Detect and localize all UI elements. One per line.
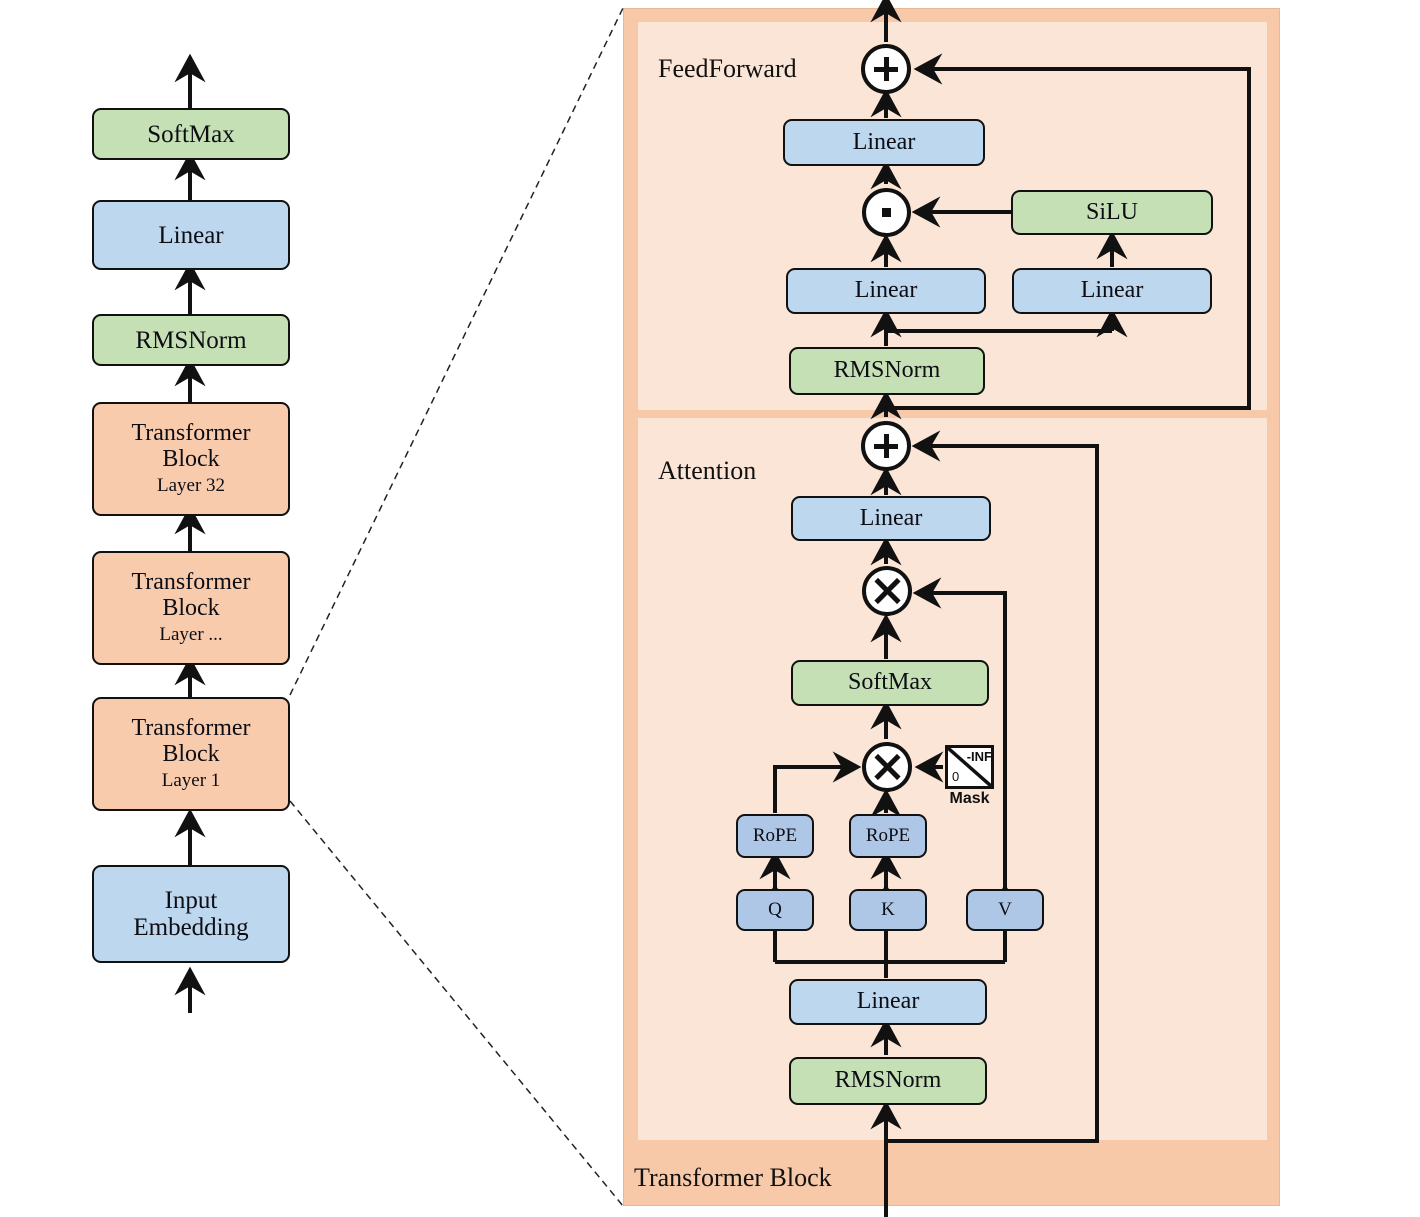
attention-rope-k-box[interactable]: RoPE [849, 814, 927, 858]
stack-transformer-block-layer1[interactable]: Transformer Block Layer 1 [92, 697, 290, 811]
stack-block-title-32: Transformer Block [131, 420, 251, 473]
stack-block-sublabel-dots: Layer ... [159, 624, 223, 646]
stack-input-embedding-label: Input Embedding [133, 887, 249, 941]
mask-caption: Mask [949, 790, 990, 807]
attention-title: Attention [658, 456, 757, 485]
stack-rmsnorm-box[interactable]: RMSNorm [92, 314, 290, 366]
attention-q-label: Q [768, 898, 782, 920]
stack-block-title-1: Transformer Block [131, 715, 251, 768]
stack-linear-box[interactable]: Linear [92, 200, 290, 270]
mask-high-value: -INF [966, 749, 992, 764]
attention-rope-q-box[interactable]: RoPE [736, 814, 814, 858]
attention-matmul-qk-icon [862, 742, 912, 792]
attention-softmax-label: SoftMax [848, 669, 932, 696]
stack-block-sublabel-32: Layer 32 [156, 475, 226, 497]
feedforward-multiply-icon [862, 188, 911, 237]
mask-icon: 0 -INF [945, 745, 994, 789]
attention-softmax-box[interactable]: SoftMax [791, 660, 989, 706]
stack-block-title-dots: Transformer Block [131, 569, 251, 622]
attention-v-box[interactable]: V [966, 889, 1044, 931]
feedforward-add-icon [861, 44, 911, 94]
stack-transformer-block-layer-dots[interactable]: Transformer Block Layer ... [92, 551, 290, 665]
feedforward-up-linear-box[interactable]: Linear [1012, 268, 1212, 314]
attention-add-icon [861, 421, 911, 471]
stack-softmax-box[interactable]: SoftMax [92, 108, 290, 160]
feedforward-up-linear-label: Linear [1080, 277, 1144, 304]
stack-transformer-block-layer32[interactable]: Transformer Block Layer 32 [92, 402, 290, 516]
attention-k-box[interactable]: K [849, 889, 927, 931]
attention-k-label: K [881, 898, 895, 920]
attention-rmsnorm-label: RMSNorm [834, 1067, 942, 1094]
attention-matmul-av-icon [862, 566, 912, 616]
attention-rmsnorm-box[interactable]: RMSNorm [789, 1057, 987, 1105]
stack-softmax-label: SoftMax [147, 120, 235, 148]
feedforward-down-linear-label: Linear [852, 128, 916, 155]
stack-block-sublabel-1: Layer 1 [161, 770, 221, 792]
attention-v-label: V [998, 898, 1012, 920]
stack-rmsnorm-label: RMSNorm [135, 326, 247, 354]
feedforward-gate-linear-box[interactable]: Linear [786, 268, 986, 314]
attention-rope-q-label: RoPE [752, 824, 798, 846]
feedforward-silu-label: SiLU [1085, 198, 1138, 225]
stack-linear-label: Linear [158, 221, 224, 249]
attention-output-linear-box[interactable]: Linear [791, 496, 991, 541]
attention-qkv-linear-box[interactable]: Linear [789, 979, 987, 1025]
mask-low-value: 0 [952, 769, 960, 784]
feedforward-silu-box[interactable]: SiLU [1011, 190, 1213, 235]
attention-output-linear-label: Linear [859, 504, 923, 531]
feedforward-title: FeedForward [658, 54, 797, 83]
attention-q-box[interactable]: Q [736, 889, 814, 931]
feedforward-rmsnorm-box[interactable]: RMSNorm [789, 347, 985, 395]
feedforward-gate-linear-label: Linear [854, 277, 918, 304]
attention-qkv-linear-label: Linear [856, 988, 920, 1015]
feedforward-rmsnorm-label: RMSNorm [833, 357, 941, 384]
attention-mask-glyph: 0 -INF Mask [945, 745, 994, 808]
transformer-block-outer-label: Transformer Block [634, 1163, 832, 1192]
stack-input-embedding-box[interactable]: Input Embedding [92, 865, 290, 963]
feedforward-down-linear-box[interactable]: Linear [783, 119, 985, 166]
attention-rope-k-label: RoPE [865, 824, 911, 846]
